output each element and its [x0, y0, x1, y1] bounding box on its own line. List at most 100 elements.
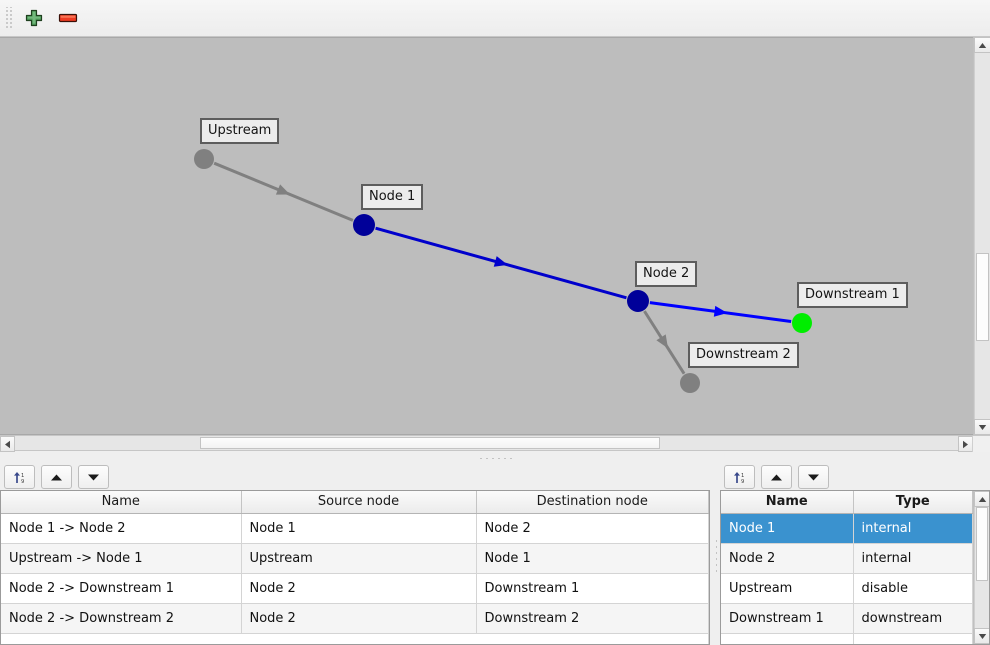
triangle-right-icon [963, 440, 968, 448]
horizontal-splitter[interactable] [0, 451, 990, 464]
nodes-vscroll-trough[interactable] [974, 507, 989, 628]
scroll-up-arrow[interactable] [974, 491, 989, 507]
edges-cell-0[interactable]: Node 2 -> Downstream 2 [1, 603, 242, 634]
graph-node-downstream1[interactable] [792, 313, 812, 333]
graph-node-upstream[interactable] [194, 149, 214, 169]
graph-vertical-scrollbar[interactable] [973, 37, 990, 435]
graph-vscroll-trough[interactable] [974, 53, 990, 419]
nodes-cell-1[interactable]: disable [853, 573, 973, 604]
red-minus-icon [58, 13, 78, 23]
scrollbar-corner [972, 436, 990, 452]
graph-node-label-node2[interactable]: Node 2 [635, 261, 698, 287]
sort-ascending-icon: 1 9 [734, 471, 744, 485]
edges-cell-2[interactable]: Node 1 [476, 543, 709, 574]
scroll-right-arrow[interactable] [958, 436, 973, 452]
add-node-button[interactable] [17, 2, 51, 34]
edge-arrowhead-node2-downstream1 [713, 305, 728, 317]
remove-node-button[interactable] [51, 2, 85, 34]
vertical-splitter[interactable] [710, 464, 720, 645]
svg-text:9: 9 [741, 479, 744, 485]
edges-move-up-button[interactable] [41, 465, 72, 489]
triangle-up-icon [978, 496, 987, 502]
nodes-cell-1[interactable]: internal [853, 513, 973, 544]
triangle-left-icon [5, 440, 10, 448]
graph-vscroll-thumb[interactable] [976, 253, 989, 341]
edges-cell-0[interactable]: Upstream -> Node 1 [1, 543, 242, 574]
scroll-up-arrow[interactable] [974, 37, 990, 53]
graph-svg [194, 149, 812, 393]
edges-cell-2[interactable]: Downstream 2 [476, 603, 709, 634]
nodes-empty-cell-1 [853, 633, 973, 644]
edges-cell-2[interactable]: Node 2 [476, 513, 709, 544]
scroll-left-arrow[interactable] [0, 436, 15, 452]
graph-node-label-downstream2[interactable]: Downstream 2 [688, 342, 799, 368]
nodes-vscroll-thumb[interactable] [976, 507, 988, 581]
edges-cell-1[interactable]: Node 2 [241, 573, 477, 604]
edges-move-down-button[interactable] [78, 465, 109, 489]
nodes-toolbar: 1 9 [720, 464, 990, 490]
svg-text:1: 1 [741, 473, 744, 479]
edges-sort-button[interactable]: 1 9 [4, 465, 35, 489]
toolbar-drag-grip[interactable] [4, 7, 13, 29]
edges-table-empty-row [1, 633, 709, 644]
edges-cell-0[interactable]: Node 1 -> Node 2 [1, 513, 242, 544]
nodes-move-up-button[interactable] [761, 465, 792, 489]
triangle-down-icon [978, 424, 987, 430]
nodes-cell-0[interactable]: Upstream [721, 573, 854, 604]
nodes-move-down-button[interactable] [798, 465, 829, 489]
nodes-cell-1[interactable]: downstream [853, 603, 973, 634]
scroll-down-arrow[interactable] [974, 628, 989, 644]
nodes-cell-0[interactable]: Node 1 [721, 513, 854, 544]
edges-cell-1[interactable]: Node 2 [241, 603, 477, 634]
nodes-header-col-1[interactable]: Type [853, 491, 973, 514]
graph-hscroll-thumb[interactable] [200, 437, 660, 449]
graph-horizontal-scrollbar[interactable] [0, 435, 990, 452]
edges-header-col-1[interactable]: Source node [241, 491, 477, 514]
edges-header-col-2[interactable]: Destination node [476, 491, 709, 514]
graph-node-label-downstream1[interactable]: Downstream 1 [797, 282, 908, 308]
edges-cell-1[interactable]: Upstream [241, 543, 477, 574]
triangle-up-icon [51, 474, 62, 480]
graph-node-node2[interactable] [627, 290, 649, 312]
nodes-vertical-scrollbar[interactable] [973, 491, 989, 644]
nodes-sort-button[interactable]: 1 9 [724, 465, 755, 489]
edges-empty-cell [1, 633, 709, 644]
graph-node-label-upstream[interactable]: Upstream [200, 118, 280, 144]
nodes-header-col-0[interactable]: Name [721, 491, 854, 514]
scroll-down-arrow[interactable] [974, 419, 990, 435]
graph-node-node1[interactable] [353, 214, 375, 236]
edge-arrowhead-node1-node2 [493, 256, 508, 267]
edge-arrowhead-upstream-node1 [275, 184, 291, 195]
edges-header-col-0[interactable]: Name [1, 491, 242, 514]
splitter-grip-icon [478, 456, 512, 459]
graph-node-downstream2[interactable] [680, 373, 700, 393]
graph-node-label-node1[interactable]: Node 1 [361, 184, 424, 210]
edges-cell-2[interactable]: Downstream 1 [476, 573, 709, 604]
edges-cell-0[interactable]: Node 2 -> Downstream 1 [1, 573, 242, 604]
nodes-cell-0[interactable]: Downstream 1 [721, 603, 854, 634]
edges-toolbar: 1 9 [0, 464, 710, 490]
edges-cell-1[interactable]: Node 1 [241, 513, 477, 544]
nodes-cell-0[interactable]: Node 2 [721, 543, 854, 574]
nodes-empty-cell-0 [721, 633, 854, 644]
triangle-down-icon [978, 633, 987, 639]
nodes-cell-1[interactable]: internal [853, 543, 973, 574]
